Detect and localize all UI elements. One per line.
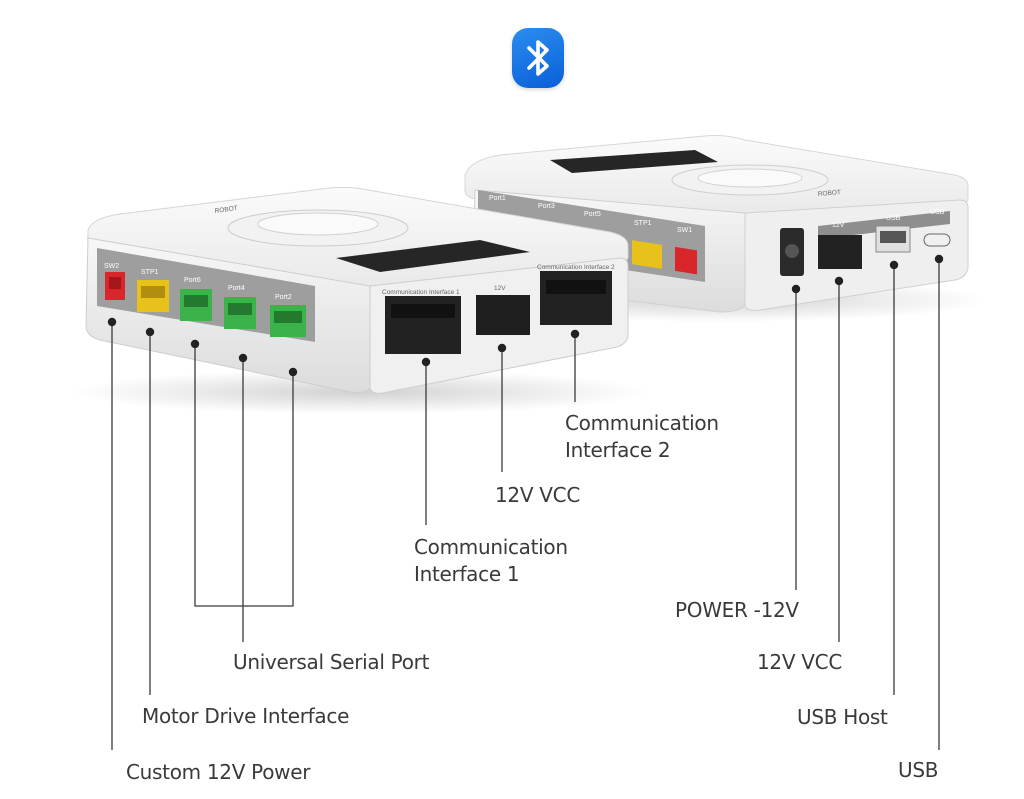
back-screen [550,150,718,173]
back-port-label-4: SW1 [677,227,692,234]
comm-interface-2-connector [540,271,612,325]
back-right-label-1: USB [886,215,901,222]
front-iface-label-2: Communication Interface 2 [537,264,615,271]
callout-custom-12v-power: Custom 12V Power [126,760,311,784]
callout-usb: USB [898,758,939,782]
front-screen [336,240,530,272]
callout-12v-vcc-back: 12V VCC [757,650,842,674]
callout-12v-vcc-front: 12V VCC [495,483,580,507]
callout-comm1-line2: Interface 1 [414,562,520,586]
back-port-label-1: Port3 [538,203,555,210]
callout-comm-interface-1: Communication Interface 1 [414,534,568,588]
back-port-label-0: Port1 [489,195,506,202]
back-sw1-port [675,246,697,275]
callout-universal-serial-port: Universal Serial Port [233,650,430,674]
callout-motor-drive-interface: Motor Drive Interface [142,704,350,728]
back-port-label-3: STP1 [634,220,652,227]
callout-power-12v: POWER -12V [675,598,799,622]
front-device [70,186,650,414]
back-port-label-2: Port5 [584,211,601,218]
back-right-label-0: 12V [832,222,845,229]
front-port-label-2: Port6 [184,277,201,284]
back-right-label-2: USB [930,209,945,216]
callout-usb-host: USB Host [797,705,888,729]
bluetooth-icon [512,28,564,88]
back-brand: ROBOT [818,189,842,198]
front-iface-label-1: 12V [494,285,506,292]
front-port-label-3: Port4 [228,285,245,292]
back-stp1-port [632,240,662,269]
front-12v-connector [476,295,530,335]
front-brand: ROBOT [214,205,238,215]
front-port-label-0: SW2 [104,263,119,270]
callout-comm2-line1: Communication [565,411,719,435]
leader-dots [107,254,944,377]
back-12v-connector [818,235,862,269]
callout-comm1-line1: Communication [414,535,568,559]
front-port-label-4: Port2 [275,294,292,301]
front-port-label-1: STP1 [141,269,159,276]
front-iface-label-0: Communication Interface 1 [382,289,460,296]
leader-lines [111,259,940,750]
callout-comm-interface-2: Communication Interface 2 [565,410,719,464]
callout-comm2-line2: Interface 2 [565,438,671,462]
usb-c-port [923,233,951,247]
